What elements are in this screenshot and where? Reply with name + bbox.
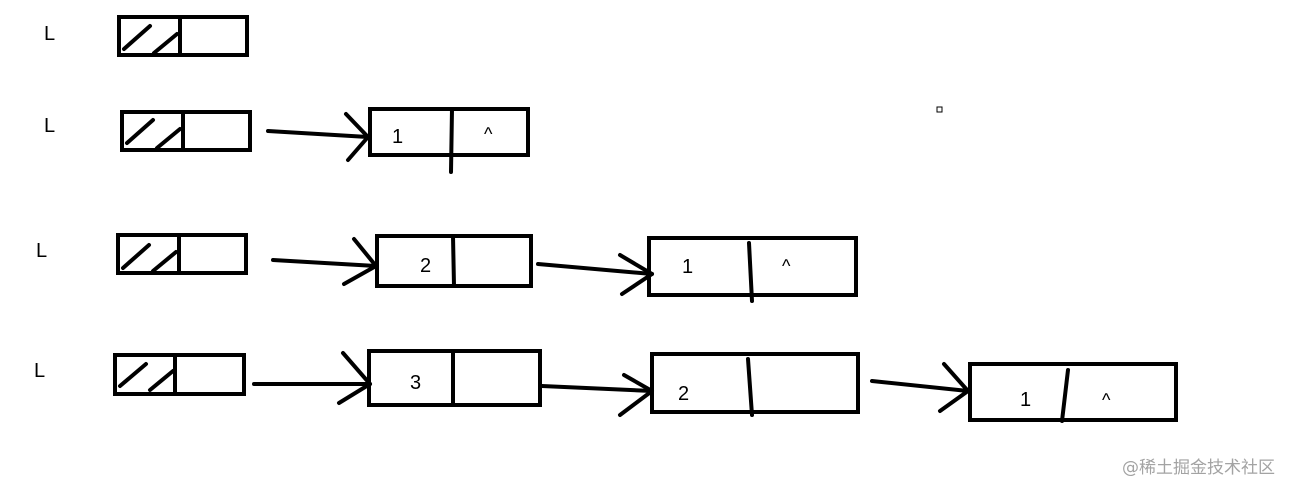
node-data: 2 [420, 255, 431, 277]
arrow [870, 362, 970, 413]
stray-mark [936, 106, 943, 113]
head-node [120, 110, 252, 152]
row-3: L 2 1 ^ [36, 233, 858, 303]
head-node [116, 233, 248, 275]
row-1-label: L [44, 23, 55, 45]
head-node [117, 15, 249, 57]
row-2: L 1 ^ [44, 107, 530, 174]
list-node: 3 [367, 349, 542, 407]
node-data: 1 [1020, 389, 1031, 411]
arrow [266, 112, 370, 162]
list-node: 1 ^ [968, 362, 1178, 423]
list-node: 2 [650, 352, 860, 417]
node-next: ^ [782, 256, 791, 276]
row-4: L 3 2 [34, 349, 1178, 423]
arrow [252, 351, 372, 405]
list-node: 1 ^ [647, 236, 858, 303]
head-node [113, 353, 246, 396]
node-data: 1 [682, 256, 693, 278]
row-4-label: L [34, 360, 45, 382]
row-2-label: L [44, 115, 55, 137]
list-node: 1 ^ [368, 107, 530, 174]
node-next: ^ [1102, 390, 1111, 410]
node-data: 1 [392, 126, 403, 148]
row-3-label: L [36, 240, 47, 262]
watermark: @稀土掘金技术社区 [1122, 458, 1275, 478]
arrow [536, 253, 654, 296]
arrow [271, 237, 378, 286]
row-1: L [44, 15, 249, 57]
node-data: 3 [410, 372, 421, 394]
arrow [540, 373, 654, 417]
list-node: 2 [375, 234, 533, 288]
node-data: 2 [678, 383, 689, 405]
node-next: ^ [484, 124, 493, 144]
